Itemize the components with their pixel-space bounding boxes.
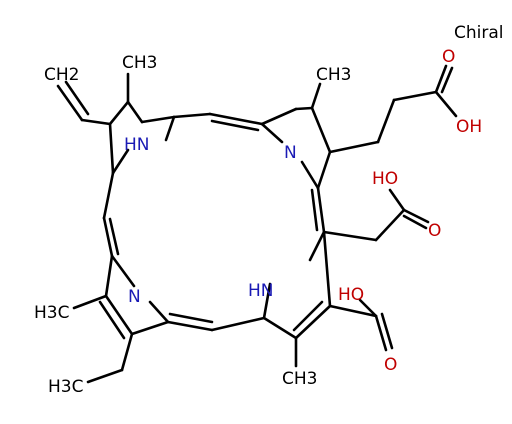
n-left-label: N: [128, 287, 141, 307]
methyl-left-label: H3C: [34, 303, 69, 323]
nh-top-label: HN: [124, 135, 150, 155]
propanoic-o-label: O: [442, 47, 455, 67]
propanoic-oh-label: OH: [456, 117, 482, 137]
n-right-label: N: [284, 143, 297, 163]
carboxy-ho-label: HO: [338, 285, 364, 305]
vinyl-ch2-label: CH2: [44, 65, 79, 85]
chiral-annotation: Chiral: [454, 23, 504, 43]
atom-labels: Chiral HN N N HN CH2 CH3 CH3 H3C H3C CH3…: [34, 23, 504, 397]
ethyl-ch3-label: H3C: [48, 377, 83, 397]
acetic-ho-label: HO: [372, 169, 398, 189]
methyl-top-label: CH3: [122, 53, 157, 73]
acetic-o-label: O: [428, 221, 441, 241]
methyl-bottom-label: CH3: [282, 369, 317, 389]
carboxy-o-label: O: [384, 355, 397, 375]
nh-bottom-label: HN: [248, 281, 274, 301]
bonds: [56, 64, 458, 384]
methyl-chiral-label: CH3: [316, 65, 351, 85]
